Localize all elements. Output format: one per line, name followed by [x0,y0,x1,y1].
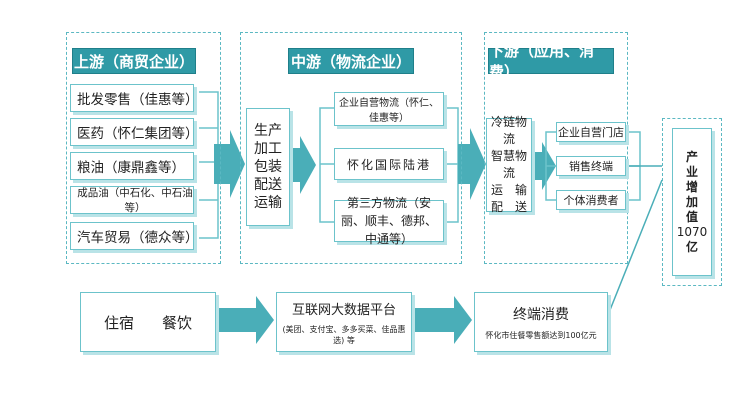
upstream-item: 粮油（康鼎鑫等） [70,152,194,180]
arrow-process [292,136,316,194]
terminal-subtitle: 怀化市住餐零售额达到100亿元 [485,330,597,340]
process-step: 生产 [254,123,282,139]
downstream-item: 个体消费者 [556,190,626,210]
output-box: 产 业 增 加 值 1070 亿 [672,128,712,276]
downstream-item: 企业自营门店 [556,122,626,142]
terminal-title: 终端消费 [513,306,569,323]
service-item: 餐饮 [162,313,193,332]
arrow-bottom-2 [414,296,472,344]
upstream-item: 医药（怀仁集团等） [70,118,199,146]
midstream-process-box: 生产 加工 包装 配送 运输 [246,108,290,226]
midstream-frame [240,32,462,264]
midstream-header: 中游（物流企业） [288,48,414,74]
service-item: 住宿 [103,313,134,332]
downstream-process-box: 冷链物流 智慧物流 运 输 配 送 [486,115,532,214]
upstream-item: 批发零售（佳惠等） [70,84,199,112]
midstream-item: 企业自营物流（怀仁、佳惠等） [334,92,444,126]
platform-subtitle: (美团、支付宝、多多买菜、佳品惠选) 等 [282,324,406,345]
output-text: 产 [685,149,698,164]
midstream-item: 怀化国际陆港 [334,148,444,180]
process-step: 运 输 [490,183,527,197]
output-text: 1070 [676,224,708,239]
process-step: 配 送 [490,200,527,214]
platform-title: 互联网大数据平台 [291,302,396,318]
process-step: 包装 [254,159,282,175]
arrow-bottom-1 [218,296,274,344]
upstream-header: 上游（商贸企业） [72,48,196,74]
midstream-item: 第三方物流（安丽、顺丰、德邦、中通等） [334,196,444,246]
upstream-frame [66,32,221,264]
process-step: 冷链物流 [490,115,527,146]
arrow-mid-to-down [458,128,486,200]
mid-bracket-left [319,107,334,223]
output-text: 加 [685,194,698,209]
downstream-header: 下游（应用、消费） [488,42,614,81]
process-step: 智慧物流 [490,149,527,180]
output-text: 业 [685,164,698,179]
platform-box: 互联网大数据平台 (美团、支付宝、多多买菜、佳品惠选) 等 [276,292,412,352]
downstream-frame [484,32,628,264]
terminal-box: 终端消费 怀化市住餐零售额达到100亿元 [474,292,608,352]
process-step: 配送 [254,177,282,193]
downstream-item: 销售终端 [556,156,626,176]
process-step: 加工 [254,141,282,157]
output-frame [662,118,722,286]
process-step: 运输 [254,195,282,211]
line-bottom-to-output [607,179,663,316]
down-bracket [545,131,556,201]
output-text: 增 [685,179,698,194]
output-text: 值 [685,209,698,224]
output-text: 亿 [685,239,698,254]
arrow-down-process [534,142,556,190]
upstream-item: 成品油（中石化、中石油等） [70,186,194,214]
service-box: 住宿 餐饮 [80,292,216,352]
arrow-up-to-mid [214,130,245,198]
upstream-item: 汽车贸易（德众等） [70,222,199,250]
